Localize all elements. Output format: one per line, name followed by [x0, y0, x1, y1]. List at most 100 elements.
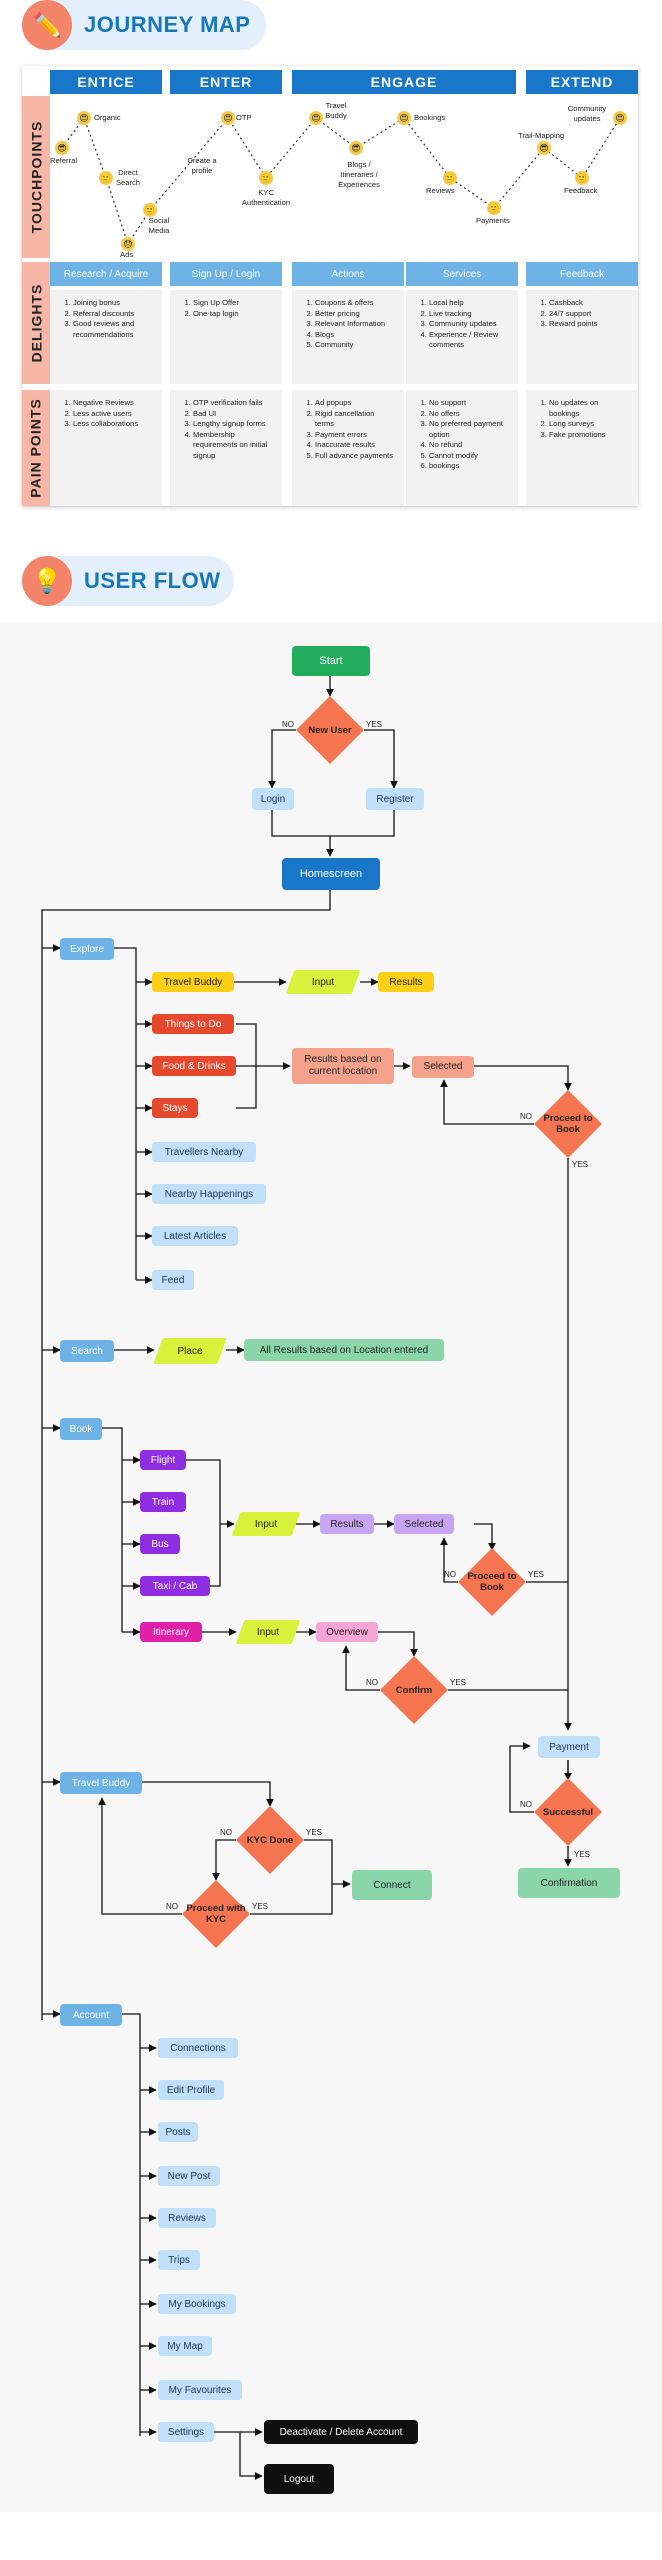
yes-label: YES [450, 1678, 467, 1687]
pain-points-cell: Negative ReviewsLess active usersLess co… [50, 390, 162, 506]
touchpoint-label: Social Media [148, 216, 170, 235]
payment-node: Payment [538, 1736, 600, 1758]
column-services: Services [406, 262, 518, 286]
taxi-cab-node: Taxi / Cab [140, 1576, 210, 1596]
no-label: NO [166, 1902, 178, 1911]
successful-decision: Successful [534, 1778, 602, 1846]
no-label: NO [220, 1828, 232, 1837]
yes-label: YES [366, 720, 383, 729]
start-node: Start [292, 646, 370, 676]
neutral-emoji-icon: 🙂 [143, 203, 157, 217]
pain-points-cell: No updates on bookingsLong surveysFake p… [526, 390, 638, 506]
cool-emoji-icon: 😎 [349, 141, 363, 155]
love-emoji-icon: 😍 [221, 111, 235, 125]
cool-emoji-icon: 😎 [55, 141, 69, 155]
nearby-happenings-node: Nearby Happenings [152, 1184, 266, 1204]
touchpoint-label: Trail-Mapping [518, 131, 565, 140]
user-flow-canvas [0, 622, 662, 2512]
no-label: NO [520, 1800, 532, 1809]
neutral-emoji-icon: 🙂 [259, 171, 273, 185]
touchpoint-label: Create a profile [187, 156, 217, 175]
edit-profile-node: Edit Profile [158, 2080, 224, 2100]
column-signup: Sign Up / Login [170, 262, 282, 286]
input-node: Input [290, 970, 356, 994]
no-label: NO [282, 720, 294, 729]
logout-node: Logout [264, 2464, 334, 2494]
all-results-node: All Results based on Location entered [244, 1339, 444, 1361]
proceed-to-book-decision: Proceed to Book [458, 1548, 526, 1616]
lightbulb-icon: 💡 [22, 556, 72, 606]
feed-node: Feed [152, 1270, 194, 1290]
stage-extend: EXTEND [526, 70, 638, 94]
input-node: Input [236, 1512, 296, 1536]
yes-label: YES [306, 1828, 323, 1837]
latest-articles-node: Latest Articles [152, 1226, 238, 1246]
connections-node: Connections [158, 2038, 238, 2058]
column-actions: Actions [292, 262, 404, 286]
delights-cell: Cashback24/7 supportReward points [526, 290, 638, 384]
column-research: Research / Acquire [50, 262, 162, 286]
no-label: NO [366, 1678, 378, 1687]
flight-node: Flight [140, 1450, 186, 1470]
itinerary-node: Itinerary [140, 1622, 202, 1642]
explore-node: Explore [60, 938, 114, 960]
stage-entice: ENTICE [50, 70, 162, 94]
delights-cell: Local helpLive trackingCommunity updates… [406, 290, 518, 384]
homescreen-node: Homescreen [282, 858, 380, 890]
my-bookings-node: My Bookings [158, 2294, 236, 2314]
delights-cell: Joining bonusReferral discountsGood revi… [50, 290, 162, 384]
my-map-node: My Map [158, 2336, 212, 2356]
user-flow-title: USER FLOW [84, 568, 221, 593]
selected-node: Selected [412, 1056, 474, 1078]
travellers-nearby-node: Travellers Nearby [152, 1142, 256, 1162]
results-location-node: Results based on current location [292, 1048, 394, 1084]
confirmation-node: Confirmation [518, 1868, 620, 1898]
selected-node: Selected [394, 1514, 454, 1534]
touchpoint-label: Payments [476, 216, 510, 225]
yes-label: YES [252, 1902, 269, 1911]
input-node: Input [240, 1620, 296, 1644]
food-drinks-node: Food & Drinks [152, 1056, 236, 1076]
touchpoint-label: Organic [94, 113, 121, 122]
neutral-emoji-icon: 🙂 [575, 171, 589, 185]
touchpoint-label: Travel Buddy [325, 101, 347, 120]
neutral-emoji-icon: 🙂 [487, 201, 501, 215]
place-input-node: Place [158, 1338, 222, 1364]
journey-map-title: JOURNEY MAP [84, 12, 251, 37]
touchpoint-label: KYC Authentication [241, 188, 291, 207]
register-node: Register [366, 788, 424, 810]
results-node: Results [378, 972, 434, 992]
deactivate-account-node: Deactivate / Delete Account [264, 2420, 418, 2444]
neutral-emoji-icon: 🙂 [99, 171, 113, 185]
search-node: Search [60, 1340, 114, 1362]
account-node: Account [60, 2004, 122, 2026]
pain-points-cell: Ad popupsRigid cancellation termsPayment… [292, 390, 404, 506]
row-label-touchpoints: TOUCHPOINTS [22, 96, 50, 258]
delights-cell: Sign Up OfferOne-tap login [170, 290, 282, 384]
yes-label: YES [572, 1160, 589, 1169]
travel-buddy-node: Travel Buddy [60, 1772, 142, 1794]
settings-node: Settings [158, 2422, 214, 2442]
delights-cell: Coupons & offersBetter pricingRelevant I… [292, 290, 404, 384]
love-emoji-icon: 😍 [309, 111, 323, 125]
no-label: NO [520, 1112, 532, 1121]
things-to-do-node: Things to Do [152, 1014, 234, 1034]
connect-node: Connect [352, 1870, 432, 1900]
pain-points-cell: OTP verification failsBad UILengthy sign… [170, 390, 282, 506]
column-feedback: Feedback [526, 262, 638, 286]
love-emoji-icon: 😍 [613, 111, 627, 125]
stage-engage: ENGAGE [292, 70, 516, 94]
row-label-delights: DELIGHTS [22, 262, 50, 384]
love-emoji-icon: 😍 [77, 111, 91, 125]
new-post-node: New Post [158, 2166, 220, 2186]
touchpoint-label: Referral [50, 156, 78, 165]
train-node: Train [140, 1492, 186, 1512]
pain-points-cell: No supportNo offersNo preferred payment … [406, 390, 518, 506]
love-emoji-icon: 😍 [397, 111, 411, 125]
yes-label: YES [528, 1570, 545, 1579]
cool-emoji-icon: 😎 [537, 141, 551, 155]
stays-node: Stays [152, 1098, 198, 1118]
touchpoint-label: Direct Search [115, 168, 141, 187]
neutral-emoji-icon: 🙂 [443, 171, 457, 185]
stage-enter: ENTER [170, 70, 282, 94]
